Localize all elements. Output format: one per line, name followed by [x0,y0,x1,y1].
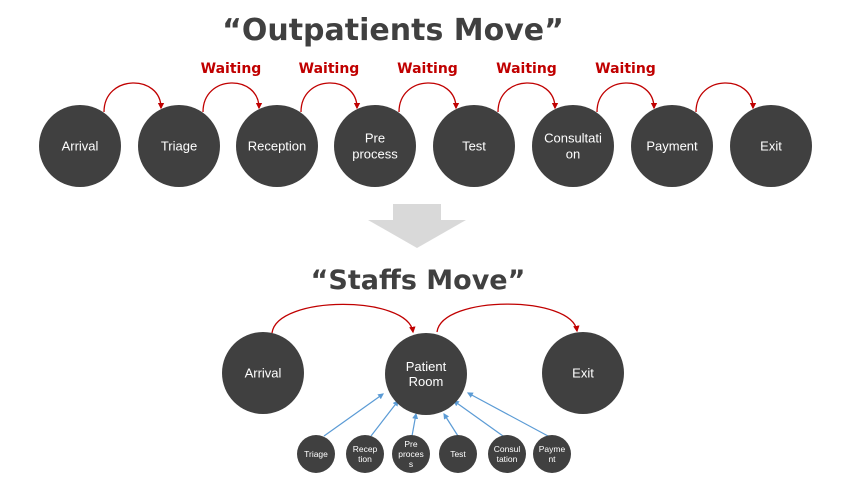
staff-role-preprocess-label: Pre [404,439,418,449]
node-exit-label: Exit [760,139,782,154]
edge-arrival-to-triage [103,82,165,113]
staff-edge-payment-to-patient-room [466,392,549,437]
staff-role-reception: Reception [346,435,384,473]
waiting-label: Waiting [595,61,656,77]
staff-role-reception-circle [346,435,384,473]
node-reception-circle [236,105,318,187]
staff-main-exit: Exit [542,332,624,414]
staffs-title: “Staffs Move” [311,265,526,296]
staff-role-triage: Triage [297,435,335,473]
staff-role-payment: Payment [533,435,571,473]
staff-main-arrival-label: Arrival [245,366,282,381]
node-arrival-label: Arrival [62,139,99,154]
staff-role-triage-label: Triage [304,449,328,459]
staff-role-consultation-label: tation [497,454,518,464]
node-payment: Payment [631,105,713,187]
staff-main-patient-room-label: Patient [406,359,447,374]
staff-role-test-label: Test [450,449,466,459]
staff-role-consultation-label: Consul [494,444,521,454]
edge-payment-to-exit [695,82,757,113]
staff-role-reception-label: Recep [353,444,378,454]
node-triage: Triage [138,105,220,187]
edge-consultation-to-payment [596,82,658,113]
staff-edge-arrival-to-patient-room [271,303,416,334]
staff-role-preprocess-label: proces [398,449,424,459]
node-preprocess-circle [334,105,416,187]
node-preprocess-label: Pre [365,131,385,146]
node-reception-label: Reception [248,139,307,154]
staff-role-preprocess-label: s [409,459,413,469]
staff-role-test-circle [439,435,477,473]
staff-role-test: Test [439,435,477,473]
node-test: Test [433,105,515,187]
staff-edge-test-to-patient-room [443,412,459,437]
staff-edge-consultation-to-patient-room [453,400,504,437]
waiting-label: Waiting [201,61,262,77]
staff-main-patient-room-label: Room [409,374,444,389]
edge-preprocess-to-test [398,82,460,113]
staff-role-payment-label: Payme [539,444,566,454]
staff-main-arrival: Arrival [222,332,304,414]
staff-role-reception-label: tion [358,454,372,464]
staff-edge-preprocess-to-patient-room [411,412,419,437]
node-arrival: Arrival [39,105,121,187]
staff-role-payment-label: nt [548,454,556,464]
waiting-label: Waiting [299,61,360,77]
node-test-circle [433,105,515,187]
staff-edge-triage-to-patient-room [323,393,384,437]
waiting-label: Waiting [496,61,557,77]
staff-main-arrival-circle [222,332,304,414]
node-exit: Exit [730,105,812,187]
node-reception: Reception [236,105,318,187]
outpatients-title: “Outpatients Move” [222,13,564,48]
staff-role-triage-circle [297,435,335,473]
staff-main-edges [271,303,580,334]
staff-edge-patient-room-to-exit [436,303,580,333]
waiting-label: Waiting [397,61,458,77]
node-consultation-circle [532,105,614,187]
node-payment-label: Payment [646,139,698,154]
node-consultation-label: Consultati [544,131,602,146]
staff-role-preprocess-circle [392,435,430,473]
staff-role-consultation-circle [488,435,526,473]
node-triage-circle [138,105,220,187]
node-exit-circle [730,105,812,187]
edge-test-to-consultation [497,82,559,113]
node-triage-label: Triage [161,139,197,154]
staff-main-exit-circle [542,332,624,414]
edge-triage-to-reception [202,82,263,113]
staff-main-patient-room-circle [385,333,467,415]
edge-reception-to-preprocess [300,82,361,113]
node-arrival-circle [39,105,121,187]
outpatient-edges: Waiting Waiting Waiting Waiting Waiting [103,61,757,113]
node-payment-circle [631,105,713,187]
node-consultation-label: on [566,147,580,162]
staff-edge-reception-to-patient-room [370,400,399,437]
node-preprocess-label: process [352,147,398,162]
down-arrow-icon [368,204,466,248]
staff-main-exit-label: Exit [572,366,594,381]
node-test-label: Test [462,139,486,154]
staff-role-edges [323,392,549,437]
staff-role-payment-circle [533,435,571,473]
